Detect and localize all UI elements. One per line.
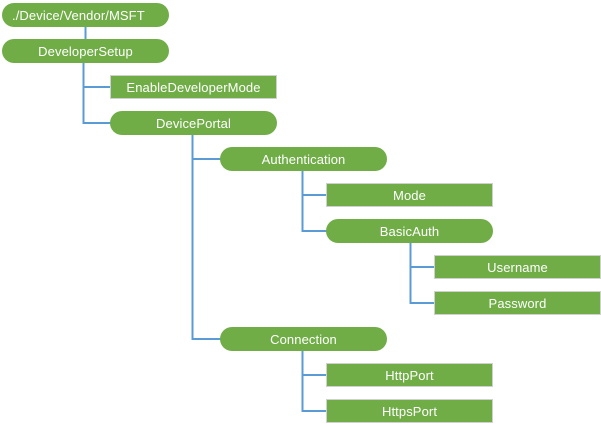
tree-node-username[interactable]: Username xyxy=(434,255,601,279)
tree-node-label-developersetup: DeveloperSetup xyxy=(38,43,133,59)
connector-basicauth-to-username xyxy=(409,242,435,268)
tree-node-label-basicauth: BasicAuth xyxy=(379,223,440,239)
connector-deviceportal-to-authentication xyxy=(191,134,221,160)
tree-node-label-mode: Mode xyxy=(393,187,426,203)
tree-node-connection[interactable]: Connection xyxy=(220,327,387,351)
tree-node-httpsport[interactable]: HttpsPort xyxy=(326,399,493,423)
connector-connection-to-httpsport xyxy=(301,350,327,412)
connector-connection-to-httpport xyxy=(301,350,327,376)
tree-node-label-root: ./Device/Vendor/MSFT xyxy=(12,7,145,23)
connector-developersetup-to-deviceportal xyxy=(82,62,111,124)
tree-node-label-deviceportal: DevicePortal xyxy=(156,115,231,131)
connector-deviceportal-to-connection xyxy=(191,134,221,340)
tree-node-mode[interactable]: Mode xyxy=(326,183,493,207)
tree-node-label-httpport: HttpPort xyxy=(385,367,434,383)
tree-node-developersetup[interactable]: DeveloperSetup xyxy=(2,39,169,63)
tree-node-deviceportal[interactable]: DevicePortal xyxy=(110,111,277,135)
tree-node-label-username: Username xyxy=(487,259,548,275)
tree-node-label-authentication: Authentication xyxy=(261,151,346,167)
connector-authentication-to-mode xyxy=(301,170,327,196)
tree-node-label-password: Password xyxy=(488,295,547,311)
tree-node-label-connection: Connection xyxy=(270,331,337,347)
tree-node-password[interactable]: Password xyxy=(434,291,601,315)
tree-node-label-enabledevelopermode: EnableDeveloperMode xyxy=(126,79,261,95)
connector-developersetup-to-enabledevelopermode xyxy=(82,62,111,88)
tree-node-root[interactable]: ./Device/Vendor/MSFT xyxy=(2,3,169,27)
tree-node-authentication[interactable]: Authentication xyxy=(220,147,387,171)
tree-node-enabledevelopermode[interactable]: EnableDeveloperMode xyxy=(110,75,277,99)
connector-authentication-to-basicauth xyxy=(301,170,327,232)
tree-node-label-httpsport: HttpsPort xyxy=(381,403,438,419)
tree-node-httpport[interactable]: HttpPort xyxy=(326,363,493,387)
tree-node-basicauth[interactable]: BasicAuth xyxy=(326,219,493,243)
connector-basicauth-to-password xyxy=(409,242,435,304)
